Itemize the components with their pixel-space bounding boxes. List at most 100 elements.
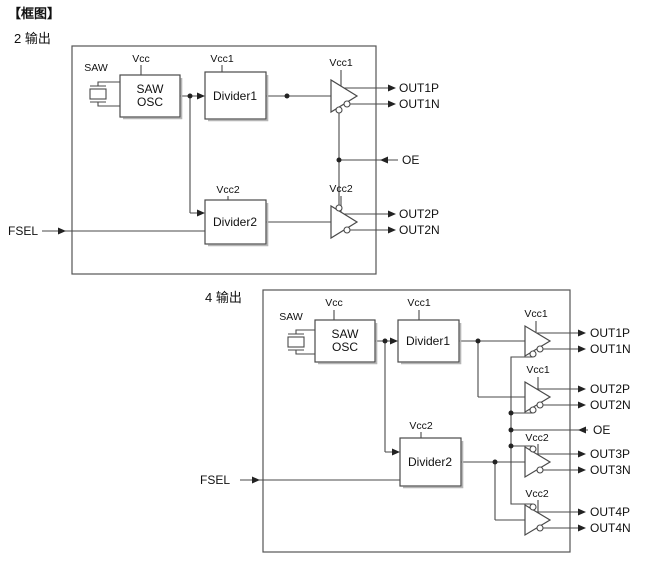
buffer2-supply-label: Vcc2 <box>329 183 353 195</box>
block-shadow <box>401 323 462 365</box>
divider1-supply-label: Vcc1 <box>407 297 431 309</box>
inverting-output-bubble <box>536 345 544 353</box>
output-buffer-2: Vcc1 <box>524 364 552 414</box>
osc-text-line2: OSC <box>137 95 163 109</box>
buffer-triangle <box>330 204 359 240</box>
junction-dot <box>492 459 498 465</box>
crystal-label: SAW <box>279 311 303 323</box>
pin-out1p-label: OUT1P <box>590 326 630 340</box>
buffer2-supply-label: Vcc1 <box>526 364 550 376</box>
block-shadow <box>403 441 464 489</box>
block-shadow <box>208 203 269 247</box>
out2n-arrow <box>388 226 396 234</box>
osc-text-line2: OSC <box>332 340 358 354</box>
pin-out2p-label: OUT2P <box>399 207 439 221</box>
osc-text-line1: SAW <box>332 327 360 341</box>
enable-bubble <box>335 204 343 212</box>
divider2-box <box>204 199 267 245</box>
inverting-output-bubble <box>343 100 351 108</box>
pin-fsel-label: FSEL <box>8 224 38 238</box>
junction-dot <box>336 157 342 163</box>
pin-out1p-label: OUT1P <box>399 81 439 95</box>
divider1-supply-label: Vcc1 <box>210 53 234 65</box>
divider2-label: Divider2 <box>408 455 452 469</box>
output-buffer-2: Vcc2 <box>329 183 359 240</box>
saw-osc-block: Vcc SAW OSC <box>119 53 183 120</box>
out1p-arrow <box>388 84 396 92</box>
enable-bubble <box>335 106 343 114</box>
fsel-arrow <box>252 476 260 484</box>
crystal-body <box>89 88 107 100</box>
outer-boundary <box>262 289 571 553</box>
pin-out2n-label: OUT2N <box>399 223 440 237</box>
junction-dot <box>187 93 193 99</box>
output-buffer-1: Vcc1 <box>329 57 359 114</box>
divider1-block: Vcc1 Divider1 <box>204 53 269 122</box>
enable-bubble <box>529 445 537 453</box>
divider1-box <box>204 71 267 120</box>
junction-dot <box>508 410 514 416</box>
pin-out2p-label: OUT2P <box>590 382 630 396</box>
out3p-arrow <box>578 450 586 458</box>
divider1-block: Vcc1 Divider1 <box>397 297 462 365</box>
diagram-2-caption: 2 输出 <box>14 31 51 46</box>
junction-dots <box>382 338 514 465</box>
output-buffer-1: Vcc1 <box>524 308 552 358</box>
arrow-into-divider2 <box>197 209 205 217</box>
out1n-arrow <box>388 100 396 108</box>
fsel-arrow <box>58 227 66 235</box>
crystal-label: SAW <box>84 62 108 74</box>
out2p-arrow <box>578 385 586 393</box>
saw-crystal: SAW <box>279 311 305 348</box>
arrow-into-divider1 <box>197 92 205 100</box>
saw-crystal: SAW <box>84 62 108 100</box>
buffer-triangle <box>330 78 359 114</box>
oe-arrow <box>380 156 388 164</box>
pin-out4p-label: OUT4P <box>590 505 630 519</box>
crystal-body <box>287 336 305 348</box>
junction-dot <box>475 338 481 344</box>
oe-arrow <box>578 426 586 434</box>
buffer1-supply-label: Vcc1 <box>524 308 548 320</box>
output-buffer-4: Vcc2 <box>524 488 552 537</box>
enable-bubble <box>529 406 537 414</box>
pin-labels: FSEL OE OUT1P OUT1N OUT2P OUT2N OUT3P OU… <box>200 326 631 535</box>
junction-dot <box>508 443 514 449</box>
osc-supply-label: Vcc <box>132 53 150 65</box>
pin-labels: FSEL OE OUT1P OUT1N OUT2P OUT2N <box>8 81 440 238</box>
arrow-into-divider2 <box>392 448 400 456</box>
output-buffer-3: Vcc2 <box>524 432 552 479</box>
inverting-output-bubble <box>343 226 351 234</box>
osc-text-line1: SAW <box>137 82 165 96</box>
enable-bubble <box>529 350 537 358</box>
inverting-output-bubble <box>536 466 544 474</box>
block-shadow <box>208 75 269 122</box>
divider2-box <box>399 437 462 487</box>
diagram-4-output: 4 输出 SAW Vcc SAW OSC Vcc1 Divider1 <box>200 289 631 553</box>
out1p-arrow <box>578 329 586 337</box>
pin-out1n-label: OUT1N <box>590 342 631 356</box>
block-shadow <box>318 323 378 365</box>
out1n-arrow <box>578 345 586 353</box>
pin-out2n-label: OUT2N <box>590 398 631 412</box>
divider1-box <box>397 319 460 363</box>
out2p-arrow <box>388 210 396 218</box>
out4n-arrow <box>578 524 586 532</box>
junction-dot <box>508 427 514 433</box>
pin-fsel-label: FSEL <box>200 473 230 487</box>
junction-dots <box>187 93 342 163</box>
saw-osc-block: Vcc SAW OSC <box>314 297 378 365</box>
divider2-block: Vcc2 Divider2 <box>399 420 464 489</box>
osc-supply-label: Vcc <box>325 297 343 309</box>
pin-out4n-label: OUT4N <box>590 521 631 535</box>
buffer1-supply-label: Vcc1 <box>329 57 353 69</box>
arrow-into-divider1 <box>390 337 398 345</box>
arrowheads <box>58 84 396 235</box>
buffer4-supply-label: Vcc2 <box>525 488 549 500</box>
divider2-supply-label: Vcc2 <box>216 184 240 196</box>
pin-out1n-label: OUT1N <box>399 97 440 111</box>
divider1-label: Divider1 <box>406 334 450 348</box>
pin-oe-label: OE <box>402 153 419 167</box>
